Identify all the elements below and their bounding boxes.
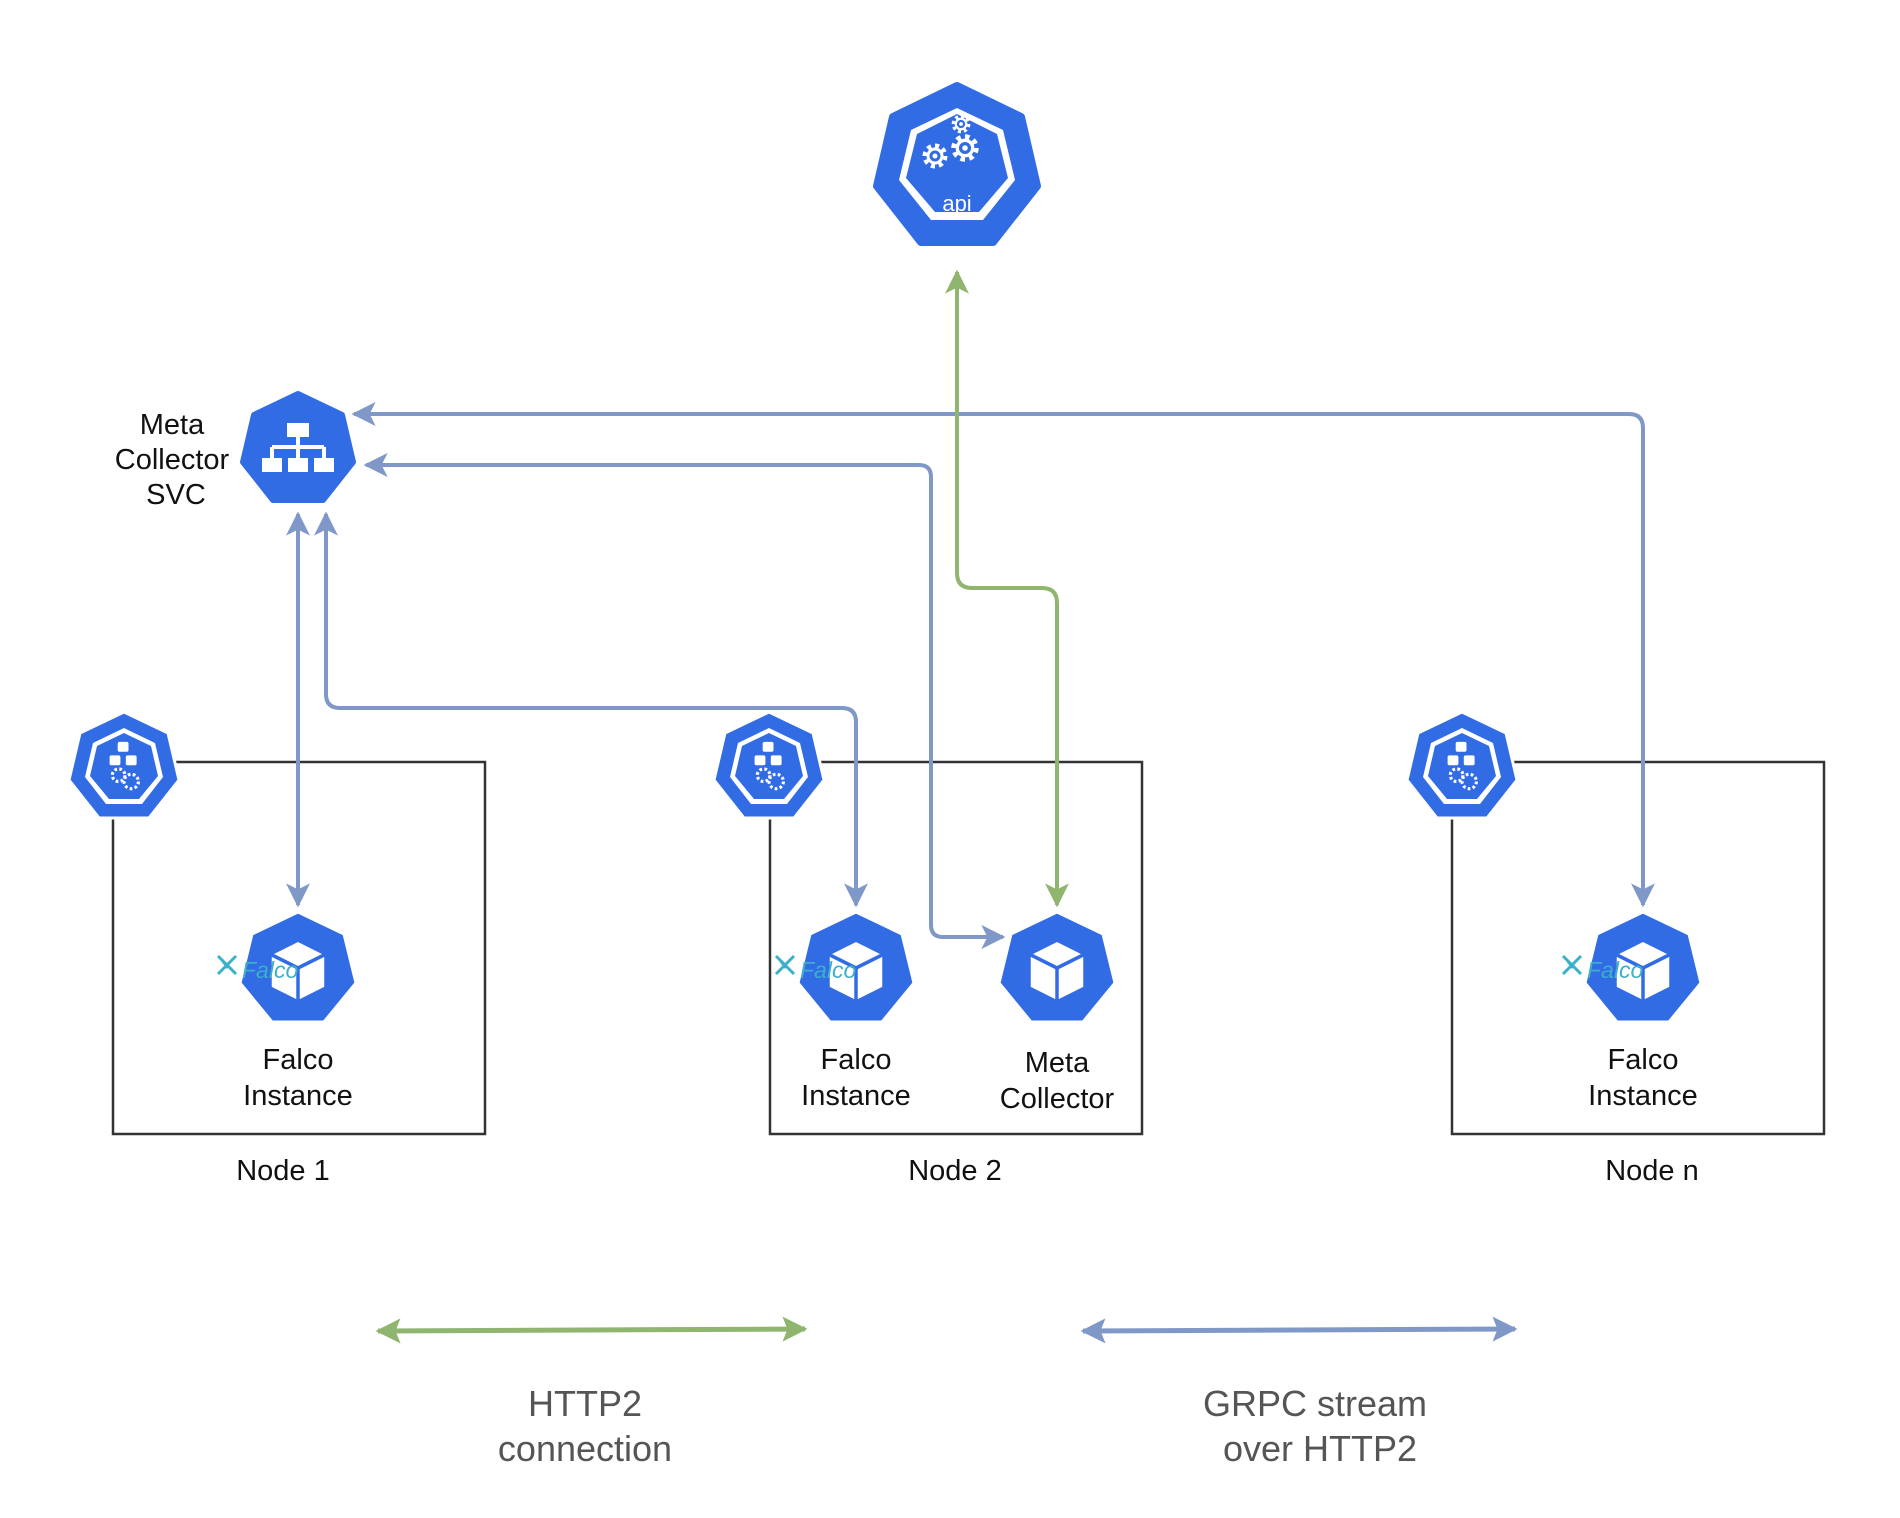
legend-grpc-arrow (1080, 1316, 1518, 1344)
pod-label-line1: Meta (1025, 1047, 1090, 1079)
grpc-connector-node-n (351, 402, 1655, 908)
svc-label-line3: SVC (146, 479, 206, 511)
node-n-label: Node n (1605, 1155, 1699, 1187)
node-1-label: Node 1 (236, 1155, 330, 1187)
falco-logo-text: Falco (800, 957, 856, 983)
legend-http2-line2: connection (498, 1428, 672, 1469)
grpc-connector-node2-falco (314, 511, 868, 908)
kubernetes-svc-icon (240, 391, 356, 503)
kubernetes-node-icon (67, 710, 181, 820)
kubernetes-node-icon (712, 710, 826, 820)
pod-label-line2: Instance (801, 1080, 911, 1112)
grpc-connector-meta-collector (363, 453, 1006, 949)
node-2-label: Node 2 (908, 1155, 1002, 1187)
legend-grpc-line2: over HTTP2 (1223, 1428, 1417, 1469)
falco-logo-text: Falco (242, 957, 298, 983)
api-label: api (942, 191, 971, 216)
svc-label-line1: Meta (140, 409, 205, 441)
pod-label-line2: Instance (243, 1080, 353, 1112)
pod-label-line2: Instance (1588, 1080, 1698, 1112)
kubernetes-api-icon: api (873, 82, 1041, 246)
pod-label-line1: Falco (821, 1044, 892, 1076)
legend-http2-line1: HTTP2 (528, 1383, 642, 1424)
svc-label-line2: Collector (115, 444, 230, 476)
legend-http2-arrow (375, 1316, 808, 1344)
pod-label-line2: Collector (1000, 1083, 1115, 1115)
http2-connector-api (945, 269, 1069, 908)
pod-label-line1: Falco (1608, 1044, 1679, 1076)
kubernetes-pod-icon (796, 910, 916, 1024)
falco-logo: Falco (774, 954, 856, 983)
kubernetes-pod-icon (1583, 910, 1703, 1024)
kubernetes-pod-icon (997, 910, 1117, 1024)
kubernetes-node-icon (1405, 710, 1519, 820)
falco-logo: Falco (1561, 954, 1643, 983)
falco-logo: Falco (216, 954, 298, 983)
kubernetes-pod-icon (238, 910, 358, 1024)
falco-logo-text: Falco (1587, 957, 1643, 983)
legend-grpc-line1: GRPC stream (1203, 1383, 1427, 1424)
pod-label-line1: Falco (263, 1044, 334, 1076)
